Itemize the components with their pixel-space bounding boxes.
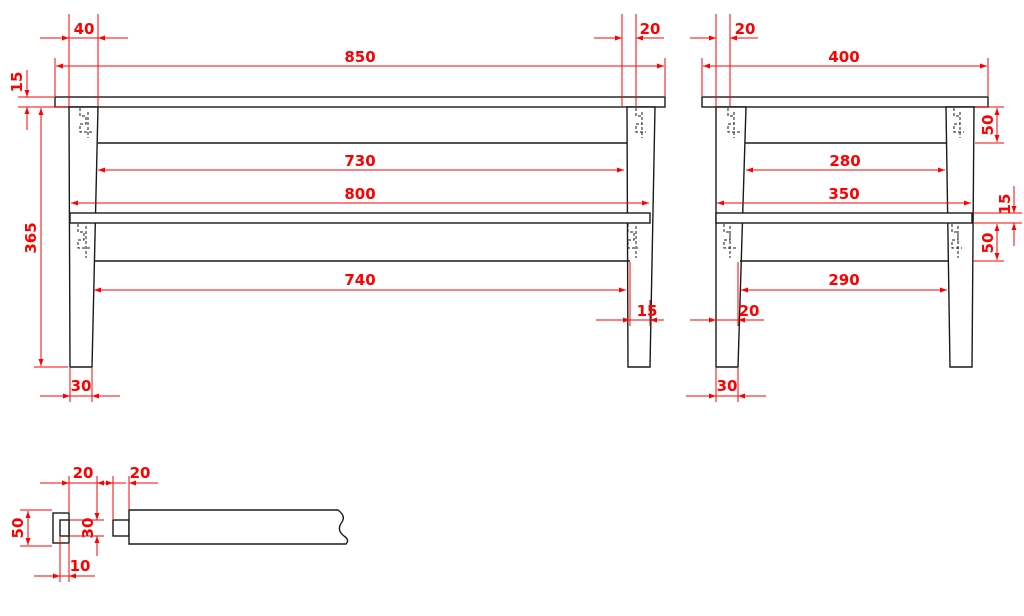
dim-label-side-rail-height: 50: [979, 115, 997, 136]
dim-label-top-width: 850: [344, 48, 375, 66]
front-joint-hidden-right-lower: [627, 224, 638, 258]
dim-label-side-upper-rail: 280: [829, 152, 860, 170]
side-view: 400 20 50 280 350 15 50 290: [686, 14, 1022, 402]
side-joint-hidden-left-upper: [727, 108, 740, 138]
front-joint-hidden-left-upper: [79, 108, 92, 138]
front-joint-hidden-right-upper: [635, 108, 646, 138]
dim-label-side-lower-rail: 290: [828, 271, 859, 289]
dim-label-shelf-width: 800: [344, 185, 375, 203]
dim-label-tenon-length: 20: [130, 464, 151, 482]
dim-label-upper-rail: 730: [344, 152, 375, 170]
dim-label-front-top-thickness: 15: [8, 72, 26, 93]
dim-label-side-leg-bottom: 30: [717, 377, 738, 395]
side-leg-right: [945, 106, 975, 368]
dim-label-top-depth: 400: [828, 48, 859, 66]
dim-label-front-leg-bottom: 30: [71, 377, 92, 395]
dim-label-tenon-thickness: 10: [70, 557, 91, 575]
front-leg-right: [626, 106, 656, 368]
dim-label-shelf-depth: 350: [828, 185, 859, 203]
rail-stub: [128, 509, 349, 545]
dim-label-side-leg-offset: 20: [735, 20, 756, 38]
side-shelf-board: [715, 212, 973, 224]
dim-label-front-leg-offset: 40: [74, 20, 95, 38]
dim-label-joint-rail-height: 50: [9, 518, 27, 539]
side-top-board: [701, 96, 989, 108]
front-shelf-board: [69, 212, 651, 224]
dim-label-side-leg-inset: 20: [739, 302, 760, 320]
front-top-board: [54, 96, 666, 108]
side-joint-hidden-right-upper: [953, 108, 964, 138]
dim-label-lower-rail: 740: [344, 271, 375, 289]
side-joint-hidden-right-lower: [951, 224, 962, 258]
dim-label-front-right-offset: 20: [640, 20, 661, 38]
joint-detail: 20 20 50 30 10: [9, 464, 349, 582]
tenon: [112, 519, 130, 537]
front-view: 850 40 20 15 365 730 800 740: [8, 14, 666, 402]
side-leg-left: [715, 106, 747, 368]
dim-label-tenon-height: 30: [79, 518, 97, 539]
front-leg-left: [68, 106, 99, 368]
mortise-pocket: [59, 519, 70, 537]
front-joint-hidden-left-lower: [77, 224, 90, 258]
dim-label-height: 365: [22, 222, 40, 253]
dim-label-side-shelf-thickness: 15: [996, 194, 1014, 215]
dim-label-side-lower-rail-height: 50: [979, 233, 997, 254]
side-joint-hidden-left-lower: [723, 224, 736, 258]
dim-label-front-leg-inset: 15: [637, 302, 658, 320]
dim-label-mortise-depth: 20: [73, 464, 94, 482]
